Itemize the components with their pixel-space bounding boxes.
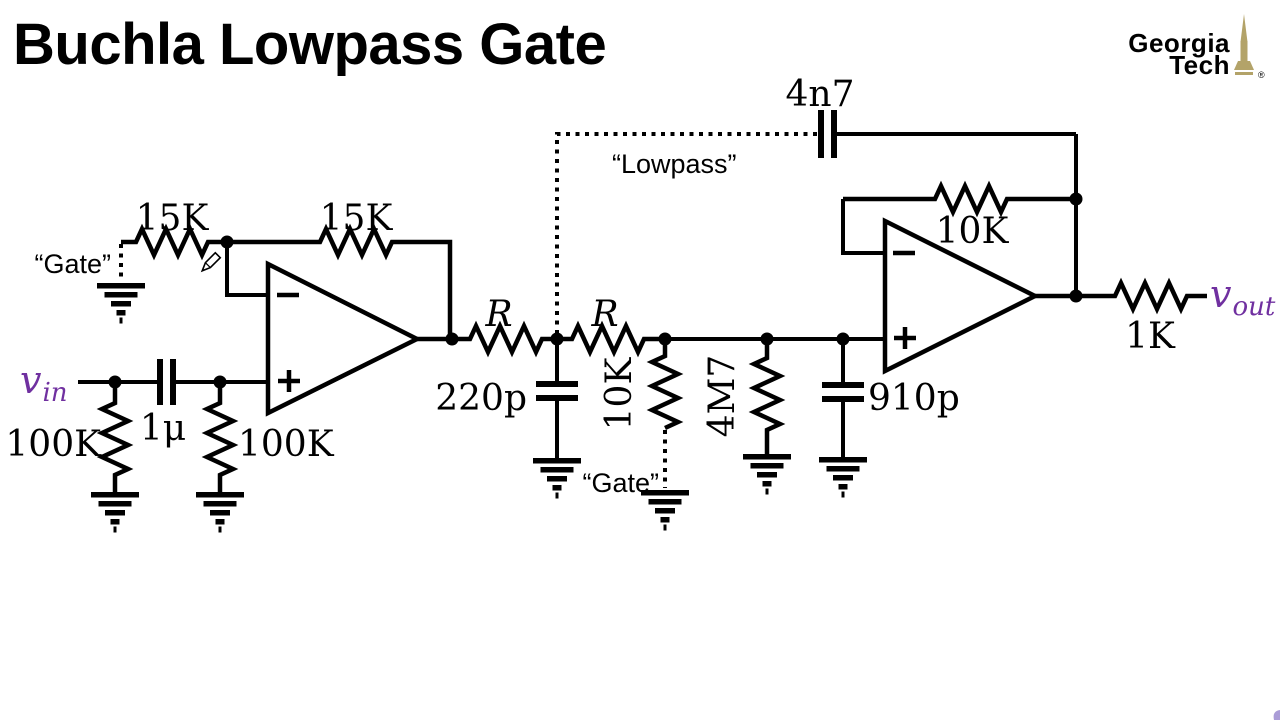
junction-dot (658, 332, 672, 346)
junction-dot (760, 332, 774, 346)
opamp-1-triangle (265, 260, 423, 417)
lowpass-dotted-line (555, 132, 818, 334)
annotation-gate-left: “Gate” (34, 249, 111, 279)
ground-icon-100k-noninv (196, 492, 244, 533)
pencil-icon (200, 251, 222, 273)
opamp-1-plus (278, 370, 300, 392)
junction-dot (108, 375, 122, 389)
vin-sub: in (42, 378, 67, 408)
label-15k-feedback: 15K (320, 198, 394, 239)
opamp-2-triangle (882, 217, 1041, 375)
ground-icon-910p (819, 457, 867, 498)
label-R2: R (590, 294, 618, 335)
junction-dot (1069, 192, 1083, 206)
junction-dot (220, 235, 234, 249)
resistor-15k-gate (121, 223, 227, 261)
label-910p: 910p (868, 378, 960, 419)
junction-dot (213, 375, 227, 389)
wires (78, 132, 1078, 458)
tech-tower-icon (1234, 14, 1254, 75)
vin-var: v (20, 358, 42, 402)
label-R1: R (484, 294, 512, 335)
resistor-R-filter1 (417, 320, 557, 358)
wire-node-to-minus (225, 242, 268, 297)
junction-dot (550, 332, 564, 346)
resistor-10k-feedback (843, 180, 1076, 218)
annotation-lowpass: “Lowpass” (612, 149, 737, 179)
capacitor-910p (822, 382, 864, 402)
label-10k-feedback: 10K (936, 211, 1010, 252)
junction-dot (445, 332, 459, 346)
label-100k-input: 100K (5, 424, 102, 465)
ground-icon-4m7 (743, 454, 791, 495)
label-220p: 220p (435, 378, 527, 419)
control-lines (119, 132, 818, 488)
annotations: “Gate” “Gate” “Lowpass” (34, 149, 736, 498)
corner-artifact (1273, 710, 1280, 720)
resistors (96, 180, 1207, 492)
ground-icon-100k-input (91, 492, 139, 533)
vout-var: v (1210, 272, 1232, 316)
label-4n7: 4n7 (786, 74, 855, 115)
label-15k-gate: 15K (136, 198, 210, 239)
junction-dots (108, 192, 1083, 389)
capacitor-4n7 (818, 110, 837, 158)
opamp-2 (882, 217, 1041, 375)
label-100k-noninv: 100K (238, 424, 335, 465)
wire-opamp2-minus-loop (841, 199, 885, 255)
annotation-gate-mid: “Gate” (582, 468, 659, 498)
ground-icon-220p (533, 458, 581, 499)
ground-icon-gate-left (97, 283, 145, 324)
registered-mark: ® (1258, 70, 1265, 80)
capacitor-1u (157, 359, 176, 405)
label-vout: vout (1210, 272, 1276, 322)
capacitors (157, 110, 864, 405)
label-vin: vin (20, 358, 68, 408)
resistor-100k-input (96, 382, 134, 492)
vout-sub: out (1232, 292, 1275, 322)
resistor-1k-output (1035, 277, 1207, 315)
resistor-100k-noninv (201, 382, 239, 492)
label-1k: 1K (1125, 316, 1176, 357)
logo-word-georgia: Georgia (1128, 28, 1230, 58)
label-4m7: 4M7 (702, 355, 743, 438)
label-1u: 1μ (140, 408, 186, 449)
page-title: Buchla Lowpass Gate (13, 12, 606, 77)
logo-word-tech: Tech (1169, 50, 1230, 80)
capacitor-220p (536, 381, 578, 401)
resistor-R-filter2 (557, 320, 665, 358)
resistor-15k-feedback (227, 223, 453, 339)
georgia-tech-logo: Georgia Tech ® (1128, 14, 1265, 80)
junction-dot (1069, 289, 1083, 303)
opamp-2-plus (894, 327, 916, 349)
component-labels: 15K 15K 100K 1μ 100K R R 220p 10K 4M7 91… (5, 74, 1176, 465)
resistor-10k-gate-shunt (646, 339, 684, 431)
label-10k-gate-shunt: 10K (599, 357, 640, 431)
junction-dot (836, 332, 850, 346)
opamp-1 (265, 260, 423, 417)
resistor-4m7 (748, 339, 786, 454)
